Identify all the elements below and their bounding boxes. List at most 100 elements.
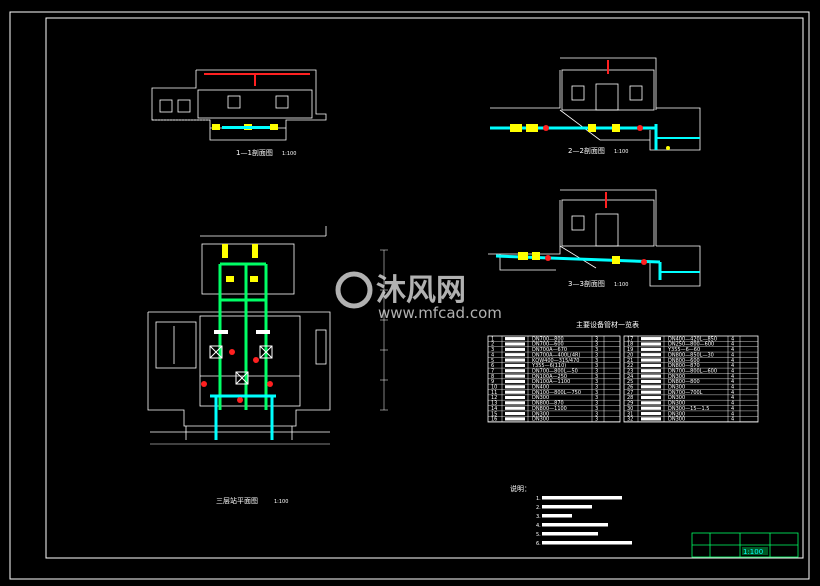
section-3-3 [488,189,701,287]
table-cell-spec: DN100A—1100 [532,379,570,385]
table-cell-spec: DN100—800L—750 [532,390,581,396]
table-cell-n: 3 [595,352,598,358]
table-cell-no: 30 [627,406,633,412]
table-cell-spec: DN250—800—600 [668,342,714,348]
section-3-3-scale: 1:100 [614,282,628,288]
section-2-2-title: 2—2剖面图 [568,146,605,155]
table-cell-spec: DN700—700L [668,390,703,396]
table-cell-spec: DN300 [532,395,549,401]
table-cell-no: 21 [627,358,633,364]
table-cell-spec: DN700—600 [532,342,564,348]
table-cell-no: 18 [627,342,633,348]
note-text-block [542,496,622,500]
table-cell-no: 25 [627,379,633,385]
plan-view-pipes [210,262,276,440]
table-cell-n: 3 [595,411,598,417]
table-cell-name-block [641,337,661,341]
title-block [691,532,799,558]
note-item: 4. [536,523,541,529]
table-cell-no: 27 [627,390,633,396]
table-cell-name-block [505,401,525,405]
table-cell-name-block [505,347,525,351]
table-cell-no: 22 [627,363,633,369]
table-cell-no: 13 [491,401,497,407]
table-cell-no: 10 [491,385,497,391]
table-cell-no: 2 [491,342,494,348]
table-cell-n: 3 [595,385,598,391]
table-cell-no: 4 [491,352,494,358]
note-item: 1. [536,496,541,502]
table-cell-spec: DN300 [668,417,685,423]
section-1-1-title: 1—1剖面图 [236,148,273,157]
table-cell-no: 15 [491,411,497,417]
table-cell-name-block [505,374,525,378]
section-2-2-scale: 1:100 [614,149,628,155]
table-cell-spec: DN700—800 [532,336,564,342]
plan-view-equipment [201,244,273,403]
table-cell-name-block [641,353,661,357]
table-cell-n: 3 [595,342,598,348]
section-1-1 [151,69,327,141]
table-cell-no: 5 [491,358,494,364]
table-cell-n: 3 [595,401,598,407]
table-cell-spec: DN100A—250 [532,374,567,380]
table-cell-spec: DN300 [532,411,549,417]
table-cell-spec: DN800—600 [668,358,700,364]
table-cell-n: 4 [731,385,734,391]
table-cell-n: 3 [595,390,598,396]
table-cell-n: 3 [595,406,598,412]
plan-view-scale: 1:100 [274,499,288,505]
table-cell-spec: DN700A—670 [532,347,567,353]
table-cell-name-block [641,385,661,389]
section-2-2-equipment [490,60,700,150]
table-cell-spec: DN300 [668,401,685,407]
table-cell-spec: KQW400—315/470 [532,358,579,364]
notes-heading: 说明： [510,484,531,493]
table-cell-name-block [505,353,525,357]
table-cell-no: 32 [627,417,633,423]
table-cell-name-block [505,417,525,421]
section-3-3-title: 3—3剖面图 [568,279,605,288]
table-cell-n: 4 [731,395,734,401]
table-cell-no: 19 [627,347,633,353]
table-cell-spec: DN300 [668,395,685,401]
table-cell-spec: DN700—800L—600 [668,368,717,374]
table-cell-name-block [641,363,661,367]
title-block-scale: 1:100 [743,548,763,556]
table-cell-name-block [505,379,525,384]
table-cell-n: 3 [595,363,598,369]
table-cell-n: 4 [731,352,734,358]
note-item: 3. [536,514,541,520]
table-cell-n: 3 [595,379,598,385]
table-cell-name-block [505,358,525,362]
table-cell-no: 1 [491,336,494,342]
table-cell-spec: DN800—1100 [532,406,567,412]
plan-view-dimensions [150,249,388,445]
table-cell-name-block [641,347,661,351]
table-cell-n: 4 [731,417,734,423]
table-cell-spec: Y355—6(110) [531,363,566,369]
watermark-text: 沐风网 [376,273,466,308]
table-cell-n: 3 [595,336,598,342]
note-item: 6. [536,541,541,547]
table-cell-spec: DN300—15—1.5 [668,406,709,412]
table-cell-no: 9 [491,379,494,385]
table-cell-name-block [641,379,661,384]
table-cell-n: 3 [595,358,598,364]
table-cell-name-block [641,411,661,416]
table-cell-spec: DN400 [532,385,549,391]
plan-view [147,226,331,440]
note-text-block [542,523,608,527]
table-cell-no: 26 [627,385,633,391]
note-item: 5. [536,532,541,538]
table-cell-spec: DN800—800 [668,379,700,385]
table-cell-name-block [641,401,661,405]
table-cell-no: 23 [627,368,633,374]
table-cell-n: 4 [731,358,734,364]
section-2-2 [490,57,701,151]
table-cell-no: 7 [491,368,494,374]
table-cell-name-block [505,395,525,400]
